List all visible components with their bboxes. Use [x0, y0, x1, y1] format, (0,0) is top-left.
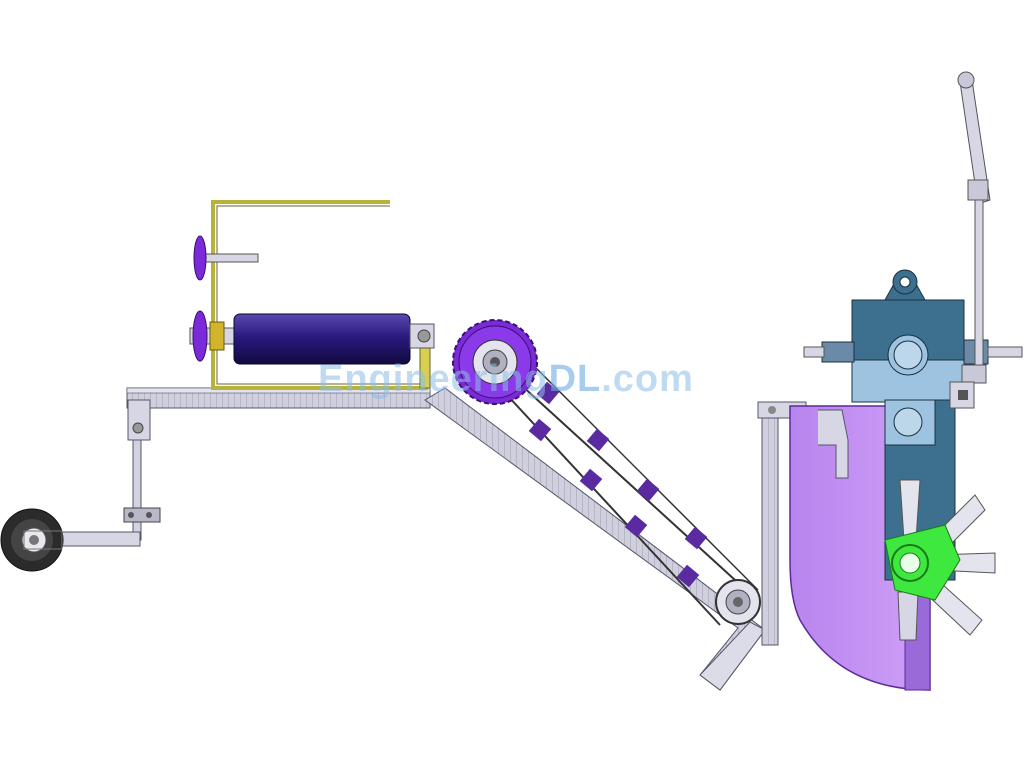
upper-shaft — [193, 235, 259, 281]
wheel-support — [29, 399, 161, 547]
gear-hub-icon — [884, 524, 961, 601]
top-frame-bar — [126, 387, 431, 409]
handle-icon — [949, 71, 991, 409]
gearbox — [803, 269, 1023, 581]
belt-slats — [528, 381, 708, 588]
wheel-icon — [0, 508, 64, 572]
sprocket-icon — [452, 319, 538, 405]
feed-roller — [189, 310, 435, 365]
yellow-bracket — [211, 200, 431, 390]
